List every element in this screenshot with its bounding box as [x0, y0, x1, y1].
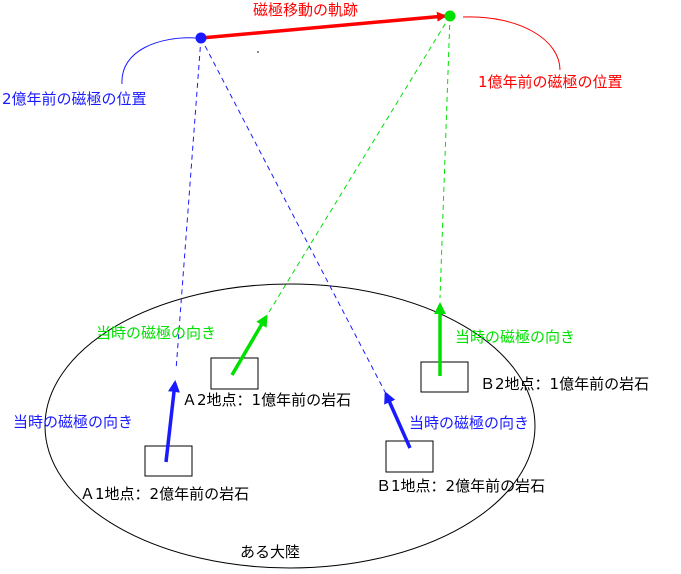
direction-arrow-b1	[384, 391, 412, 449]
pole-1-point	[444, 10, 456, 22]
projection-line-b2	[439, 15, 451, 299]
pole-2-point	[195, 32, 207, 44]
pole-1-leader	[462, 16, 561, 71]
pole-1-label: 1億年前の磁極の位置	[478, 73, 623, 91]
direction-label-b1: 当時の磁極の向き	[409, 414, 529, 432]
pole-2-leader	[121, 37, 197, 85]
pole-2-label: 2億年前の磁極の位置	[2, 90, 147, 108]
site-label-b1: Ｂ1地点：2億年前の岩石	[376, 477, 545, 495]
direction-label-a1: 当時の磁極の向き	[13, 413, 133, 431]
site-label-b2: Ｂ2地点：1億年前の岩石	[480, 375, 649, 393]
projection-line-a1	[175, 37, 202, 371]
continent-outline	[44, 283, 536, 569]
rock-box-a2	[210, 357, 259, 390]
site-label-a1: Ａ1地点：2億年前の岩石	[80, 485, 249, 503]
rock-box-b2	[420, 361, 469, 393]
direction-label-a2: 当時の磁極の向き	[96, 324, 216, 342]
site-label-a2: Ａ2地点：1億年前の岩石	[182, 391, 351, 409]
trajectory-arrow	[200, 11, 447, 40]
projection-line-a2	[268, 15, 451, 313]
direction-arrow-a2	[230, 314, 268, 376]
rock-box-b1	[385, 440, 434, 473]
trajectory-label: 磁極移動の軌跡	[253, 1, 358, 19]
direction-label-b2: 当時の磁極の向き	[455, 328, 575, 346]
direction-arrow-a1	[164, 380, 180, 463]
continent-label: ある大陸	[240, 543, 300, 561]
projection-line-b1	[200, 37, 386, 393]
stray-mark	[257, 51, 259, 53]
